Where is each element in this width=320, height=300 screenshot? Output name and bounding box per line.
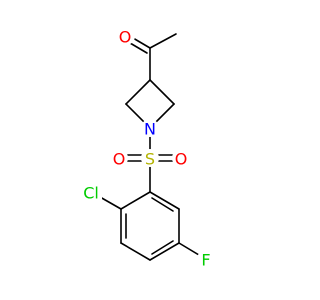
atom-fluorine: F — [201, 251, 210, 270]
structure-diagram: O N S O O Cl F — [78, 27, 215, 270]
atom-oxygen-sulfonyl-right: O — [175, 150, 188, 169]
atom-oxygen-ketone: O — [119, 28, 132, 47]
bond-carbonyl-oxygen-b — [129, 42, 148, 54]
atom-labels: O N S O O Cl F — [78, 27, 215, 270]
molecule-drawing: O N S O O Cl F — [78, 27, 215, 270]
bond-c-cl — [99, 196, 122, 210]
bond-carbonyl-oxygen-a — [132, 37, 151, 49]
atom-sulfur: S — [145, 150, 155, 169]
bond-ar-c3-c4 — [120, 242, 151, 261]
atom-nitrogen: N — [144, 120, 156, 139]
bond-carbonyl-methyl — [149, 33, 177, 49]
bond-ar-c4-c5 — [149, 242, 180, 261]
bond-ar-inner-3 — [151, 197, 174, 212]
bond-ar-inner-2 — [151, 240, 174, 255]
bond-ring-c3-c4 — [149, 79, 175, 105]
atom-chlorine: Cl — [83, 184, 99, 203]
bond-ar-c6-c1 — [149, 191, 180, 210]
bonds — [99, 33, 200, 261]
bond-c-f — [178, 242, 200, 256]
bond-ring-c3-c2 — [125, 79, 151, 105]
atom-oxygen-sulfonyl-left: O — [113, 150, 126, 169]
bond-ar-c1-c2 — [120, 191, 151, 210]
